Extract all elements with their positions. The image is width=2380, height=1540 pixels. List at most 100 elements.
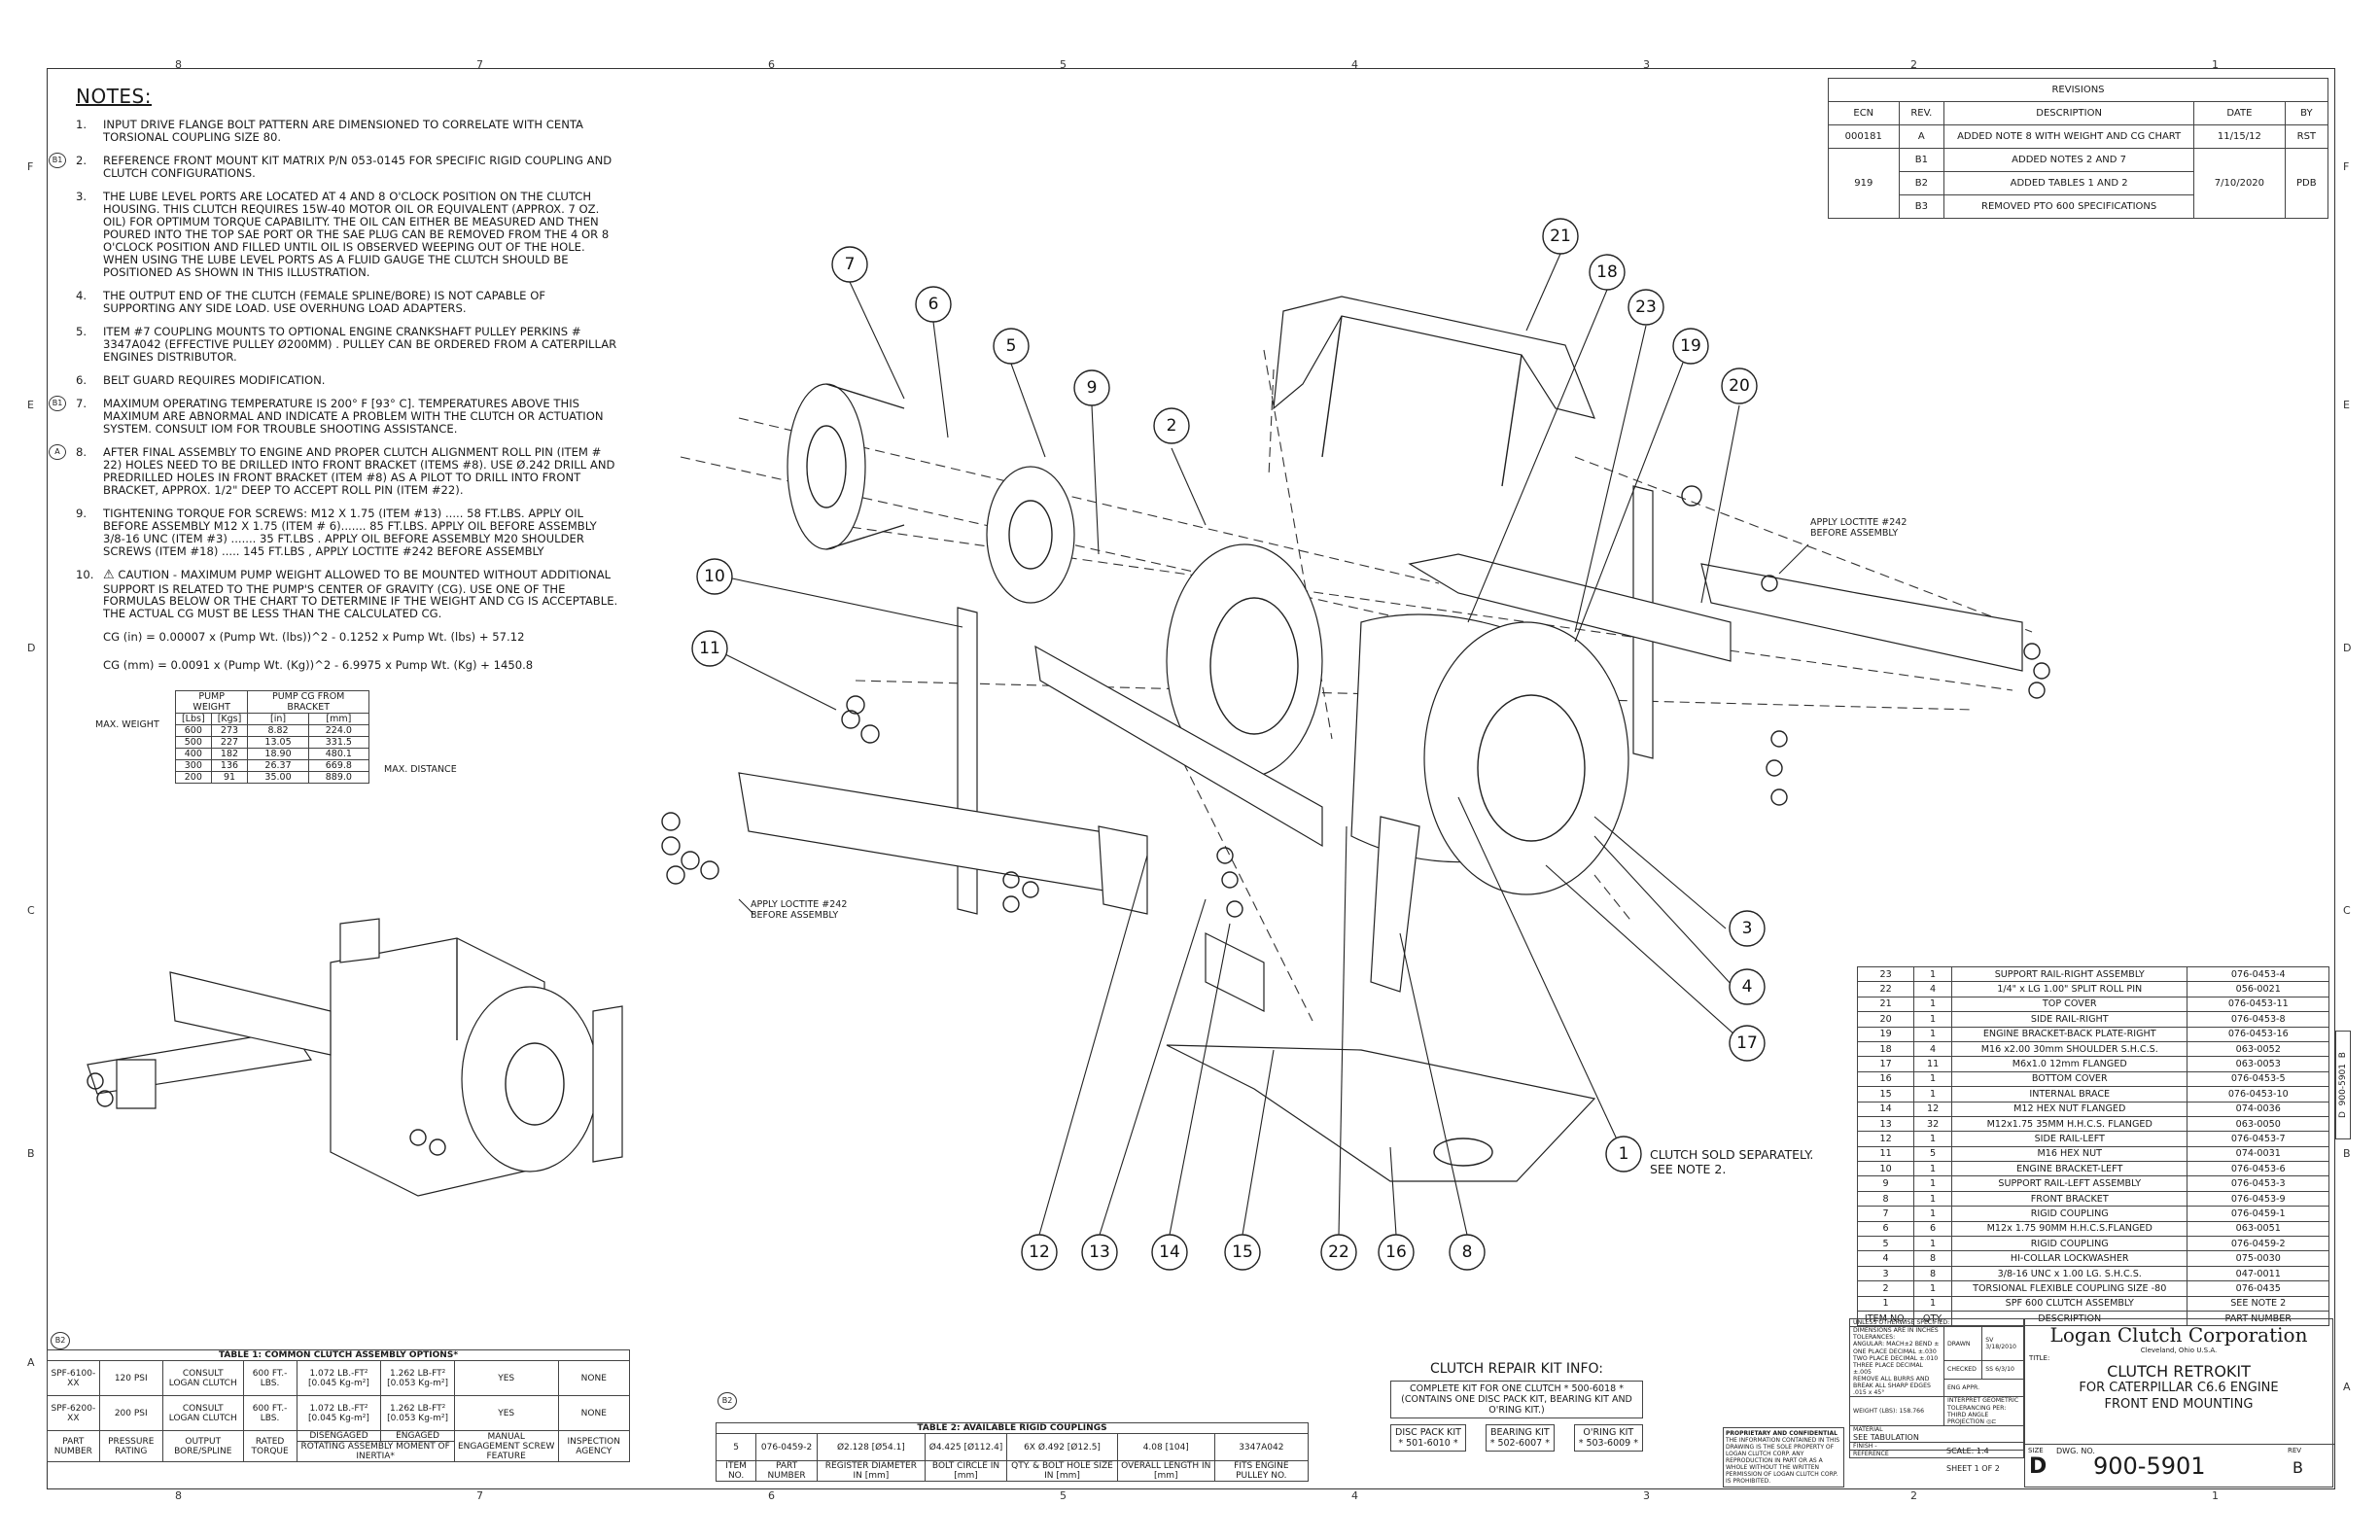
bom-cell: 1 — [1913, 996, 1952, 1013]
header-cell: OVERALL LENGTH IN [mm] — [1116, 1460, 1215, 1482]
side-tab-rev: B — [2338, 1052, 2348, 1059]
bom-cell: 1 — [1913, 1236, 1952, 1252]
bom-cell: 17 — [1856, 1056, 1915, 1072]
cell: Ø2.128 [Ø54.1] — [816, 1433, 926, 1461]
svg-text:9: 9 — [1087, 378, 1098, 398]
bom-cell: 1 — [1913, 1206, 1952, 1222]
max-weight-label: MAX. WEIGHT — [95, 719, 159, 730]
zone-top-8: 8 — [175, 58, 182, 71]
interpret-label: INTERPRET GEOMETRIC TOLERANCING PER: — [1947, 1397, 2019, 1412]
svg-text:17: 17 — [1736, 1033, 1758, 1053]
svg-text:20: 20 — [1729, 376, 1750, 396]
callout-23: 23 — [1628, 289, 1664, 326]
material-label: MATERIAL — [1853, 1425, 1883, 1433]
title-block: PROPRIETARY AND CONFIDENTIAL THE INFORMA… — [1723, 1317, 2334, 1488]
zone-left-F: F — [27, 160, 34, 173]
support-rail-left-part — [738, 772, 1129, 895]
side-rail-left-part — [1034, 645, 1323, 848]
bom-cell: M12 HEX NUT FLANGED — [1950, 1101, 2188, 1117]
bottom-cover-part — [1166, 1044, 1596, 1182]
cell: 1.262 LB-FT² [0.053 Kg-m²] — [380, 1360, 455, 1396]
kit-list: DISC PACK KIT* 501-6010 * BEARING KIT* 5… — [1390, 1424, 1643, 1452]
side-tab-size: D — [2338, 1111, 2348, 1118]
note-number: 5. — [76, 325, 88, 339]
rigid-coupling-5-part — [986, 466, 1075, 604]
callout-3: 3 — [1729, 910, 1766, 947]
zone-bottom-8: 8 — [175, 1489, 182, 1502]
bom-cell: 4 — [1913, 1040, 1952, 1058]
bom-cell: 3/8-16 UNC x 1.00 LG. S.H.C.S. — [1950, 1265, 2188, 1282]
note-text: ITEM #7 COUPLING MOUNTS TO OPTIONAL ENGI… — [103, 325, 617, 365]
cell: 5 — [715, 1433, 757, 1461]
zone-right-F: F — [2343, 160, 2350, 173]
bom-cell: M16 HEX NUT — [1950, 1145, 2188, 1163]
bom-cell: 14 — [1856, 1101, 1915, 1117]
header-cell: FITS ENGINE PULLEY NO. — [1213, 1460, 1310, 1482]
tol-three: THREE PLACE DECIMAL ±.005 — [1853, 1361, 1923, 1376]
assembled-isometric-view — [87, 918, 623, 1197]
tol-angular: ANGULAR: MACH±2 BEND ± — [1853, 1341, 1940, 1348]
bom-cell: 7 — [1856, 1206, 1915, 1222]
callout-2: 2 — [1153, 407, 1190, 444]
bom-cell: SEE NOTE 2 — [2187, 1295, 2329, 1312]
tol-one: ONE PLACE DECIMAL ±.030 — [1853, 1348, 1937, 1355]
zone-bottom-6: 6 — [768, 1489, 775, 1502]
bom-cell: 1 — [1913, 1161, 1952, 1177]
bom-cell: ENGINE BRACKET-LEFT — [1950, 1161, 2188, 1177]
header-cell: QTY. & BOLT HOLE SIZE IN [mm] — [1006, 1460, 1118, 1482]
bom-cell: RIGID COUPLING — [1950, 1236, 2188, 1252]
complete-kit-text: COMPLETE KIT FOR ONE CLUTCH * 500-6018 * — [1410, 1383, 1624, 1394]
cell: SPF-6100-XX — [47, 1360, 100, 1396]
note-number: 4. — [76, 289, 88, 303]
zone-top-2: 2 — [1910, 58, 1917, 71]
bom-cell: 4 — [1856, 1250, 1915, 1267]
cell: ADDED NOTES 2 AND 7 — [1943, 148, 2195, 172]
scale-value: SCALE: 1:4 — [1946, 1447, 1989, 1455]
bom-cell: 1 — [1913, 1295, 1952, 1312]
max-distance-label: MAX. DISTANCE — [384, 764, 457, 775]
zone-top-3: 3 — [1643, 58, 1650, 71]
svg-text:12: 12 — [1029, 1242, 1050, 1262]
header-cell: DISENGAGED — [296, 1430, 382, 1442]
finish-value: - — [1874, 1443, 1877, 1451]
callout-21: 21 — [1542, 218, 1579, 255]
table1-title: TABLE 1: COMMON CLUTCH ASSEMBLY OPTIONS* — [47, 1349, 630, 1361]
note-text: MAXIMUM OPERATING TEMPERATURE IS 200° F … — [103, 397, 604, 437]
pump-cg-header: PUMP CG FROM BRACKET — [247, 690, 369, 714]
svg-text:6: 6 — [928, 295, 939, 314]
cell: CONSULT LOGAN CLUTCH — [161, 1395, 244, 1431]
tol-two: TWO PLACE DECIMAL ±.010 — [1853, 1354, 1939, 1362]
size-label: SIZE — [2028, 1447, 2044, 1454]
bom-cell: 076-0459-1 — [2187, 1206, 2329, 1222]
front-bracket-part — [1370, 816, 1420, 993]
note-text: BELT GUARD REQUIRES MODIFICATION. — [103, 373, 326, 388]
kit-part-number: * 501-6010 * — [1398, 1438, 1458, 1449]
zone-left-A: A — [27, 1356, 35, 1369]
cell: DRAWN — [1942, 1326, 1983, 1362]
weight-value: 158.766 — [1899, 1408, 1925, 1416]
callout-6: 6 — [915, 286, 952, 323]
cell: 1.072 LB.-FT² [0.045 Kg-m²] — [296, 1360, 382, 1396]
bom-cell: 074-0036 — [2187, 1101, 2329, 1117]
header-cell: ROTATING ASSEMBLY MOMENT OF INERTIA* — [296, 1441, 455, 1462]
callout-10: 10 — [696, 558, 733, 595]
proprietary-text: THE INFORMATION CONTAINED IN THIS DRAWIN… — [1726, 1437, 1840, 1485]
bom-cell: 074-0031 — [2187, 1145, 2329, 1163]
bom-cell: 1 — [1913, 1086, 1952, 1102]
callout-4: 4 — [1729, 968, 1766, 1005]
cell: 11/15/12 — [2193, 124, 2286, 149]
table2-title: TABLE 2: AVAILABLE RIGID COUPLINGS — [716, 1422, 1309, 1434]
